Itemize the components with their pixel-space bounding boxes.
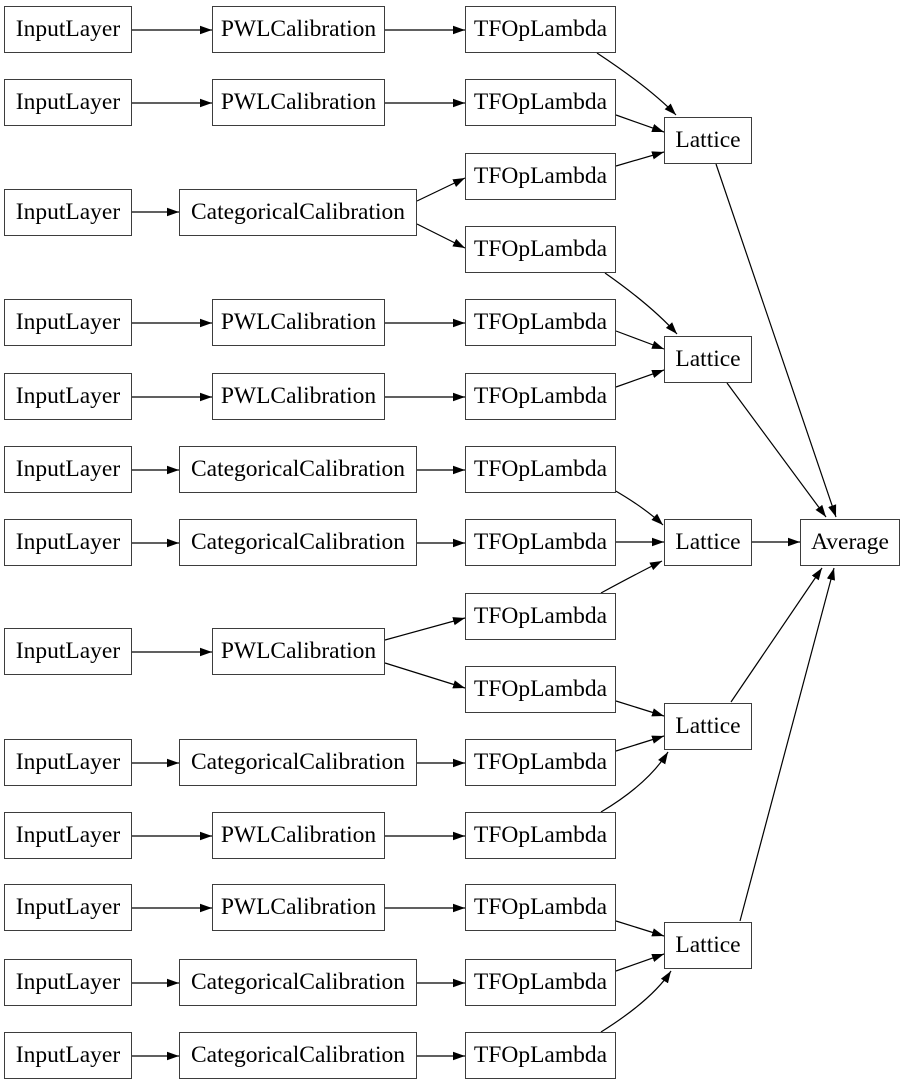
edge-lambda-6-to-lattice-2	[615, 369, 665, 388]
edge-lambda-15-to-lattice-5	[600, 970, 672, 1033]
edge-lambda-4-to-lattice-2	[604, 272, 678, 335]
node-lambda-2: TFOpLambda	[465, 79, 616, 126]
node-input-1: InputLayer	[4, 6, 132, 53]
node-input-13: InputLayer	[4, 1032, 132, 1079]
node-lambda-12: TFOpLambda	[465, 812, 616, 859]
edge-lattice-2-to-average	[726, 382, 827, 518]
node-lambda-3: TFOpLambda	[465, 153, 616, 200]
node-average: Average	[800, 519, 900, 566]
edge-lambda-2-to-lattice-1	[615, 114, 665, 133]
edge-lambda-11-to-lattice-4	[615, 735, 665, 752]
node-lambda-7: TFOpLambda	[465, 446, 616, 493]
node-calib-10: PWLCalibration	[212, 812, 385, 859]
node-calib-13: CategoricalCalibration	[179, 1032, 417, 1079]
node-lambda-1: TFOpLambda	[465, 6, 616, 53]
edge-lambda-7-to-lattice-3	[613, 489, 664, 526]
edge-lambda-3-to-lattice-1	[615, 151, 665, 167]
node-calib-1: PWLCalibration	[212, 6, 385, 53]
edge-lambda-12-to-lattice-4	[600, 751, 669, 813]
node-input-8: InputLayer	[4, 628, 132, 675]
edge-lattice-1-to-average	[715, 163, 837, 518]
node-calib-12: CategoricalCalibration	[179, 959, 417, 1006]
node-lattice-2: Lattice	[664, 336, 752, 383]
edge-calib-8-to-lambda-10	[384, 662, 466, 689]
node-lambda-10: TFOpLambda	[465, 666, 616, 713]
edge-lambda-10-to-lattice-4	[615, 700, 665, 717]
edge-lambda-5-to-lattice-2	[615, 330, 665, 350]
node-lambda-15: TFOpLambda	[465, 1032, 616, 1079]
node-input-9: InputLayer	[4, 739, 132, 786]
edge-lambda-13-to-lattice-5	[615, 920, 665, 937]
node-lattice-5: Lattice	[664, 922, 752, 969]
node-calib-3: CategoricalCalibration	[179, 189, 417, 236]
node-lambda-13: TFOpLambda	[465, 884, 616, 931]
node-calib-9: CategoricalCalibration	[179, 739, 417, 786]
node-calib-5: PWLCalibration	[212, 373, 385, 420]
node-input-3: InputLayer	[4, 189, 132, 236]
node-calib-8: PWLCalibration	[212, 628, 385, 675]
edge-lambda-9-to-lattice-3	[600, 560, 663, 594]
node-calib-2: PWLCalibration	[212, 79, 385, 126]
node-lattice-1: Lattice	[664, 117, 752, 164]
node-calib-11: PWLCalibration	[212, 884, 385, 931]
edge-lattice-4-to-average	[730, 567, 823, 703]
edge-lattice-5-to-average	[739, 567, 835, 922]
node-input-6: InputLayer	[4, 446, 132, 493]
node-input-2: InputLayer	[4, 79, 132, 126]
node-lambda-6: TFOpLambda	[465, 373, 616, 420]
node-input-4: InputLayer	[4, 299, 132, 346]
node-lambda-4: TFOpLambda	[465, 226, 616, 273]
edge-calib-3-to-lambda-3	[416, 177, 466, 202]
edge-calib-8-to-lambda-9	[384, 617, 466, 641]
edge-lambda-1-to-lattice-1	[596, 52, 677, 116]
node-input-5: InputLayer	[4, 373, 132, 420]
node-input-11: InputLayer	[4, 884, 132, 931]
node-lambda-9: TFOpLambda	[465, 593, 616, 640]
node-input-7: InputLayer	[4, 519, 132, 566]
edge-calib-3-to-lambda-4	[416, 223, 466, 249]
node-lambda-11: TFOpLambda	[465, 739, 616, 786]
node-lambda-8: TFOpLambda	[465, 519, 616, 566]
node-lattice-4: Lattice	[664, 703, 752, 750]
node-lambda-14: TFOpLambda	[465, 959, 616, 1006]
node-calib-6: CategoricalCalibration	[179, 446, 417, 493]
node-calib-4: PWLCalibration	[212, 299, 385, 346]
node-input-10: InputLayer	[4, 812, 132, 859]
node-lambda-5: TFOpLambda	[465, 299, 616, 346]
node-calib-7: CategoricalCalibration	[179, 519, 417, 566]
node-input-12: InputLayer	[4, 959, 132, 1006]
node-lattice-3: Lattice	[664, 519, 752, 566]
edge-lambda-14-to-lattice-5	[615, 953, 665, 972]
